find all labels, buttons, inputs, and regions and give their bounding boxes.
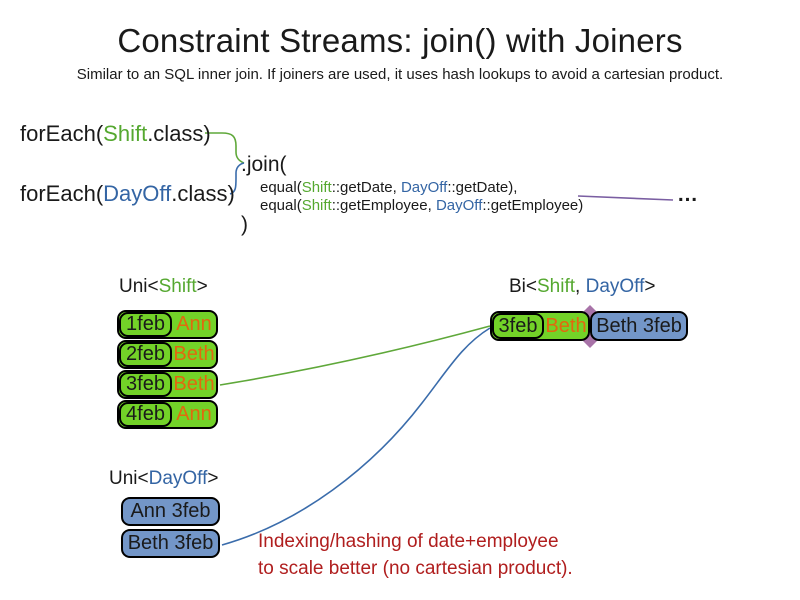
code-foreach-dayoff: forEach(DayOff.class): [20, 181, 235, 207]
code-equal-date: equal(Shift::getDate, DayOff::getDate),: [260, 179, 517, 196]
label-text: >: [196, 276, 208, 297]
bi-dayoff-text: Beth 3feb: [596, 314, 682, 337]
shift-employee: Beth: [173, 373, 215, 395]
code-join-close: ): [241, 213, 248, 236]
page-subtitle: Similar to an SQL inner join. If joiners…: [76, 66, 724, 83]
indexing-note-line2: to scale better (no cartesian product).: [258, 558, 573, 579]
bi-dayoff-part: Beth 3feb: [590, 311, 688, 341]
code-text: forEach(: [20, 121, 104, 146]
shift-employee: Ann: [176, 313, 212, 335]
code-text: forEach(: [20, 181, 104, 206]
bi-shift-date-box: 3feb: [492, 313, 544, 339]
code-shift-ref: Shift: [301, 179, 332, 196]
shift-date-box: 3feb: [119, 372, 172, 397]
label-text: ,: [575, 276, 586, 297]
label-text: >: [644, 276, 656, 297]
brace-green-curve: [205, 132, 245, 164]
indexing-note: Indexing/hashing of date+employee to sca…: [258, 528, 573, 582]
bi-shift-part: Beth 3feb: [490, 311, 590, 341]
code-text: ::getDate,: [331, 179, 401, 196]
bi-label: Bi<Shift, DayOff>: [509, 276, 655, 298]
uni-shift-label: Uni<Shift>: [119, 276, 208, 298]
shift-row: Ann 1feb: [117, 310, 218, 339]
more-joiners-ellipsis: …: [677, 183, 699, 206]
label-shift: Shift: [158, 276, 197, 297]
shift-date-box: 1feb: [119, 312, 172, 337]
code-text: .class): [147, 121, 211, 146]
label-dayoff: DayOff: [585, 276, 645, 297]
label-text: Uni<: [109, 468, 149, 489]
code-text: ::getEmployee,: [331, 197, 436, 214]
shift-to-bi-connector: [219, 325, 491, 386]
label-dayoff: DayOff: [148, 468, 208, 489]
shift-date: 4feb: [126, 403, 165, 425]
dayoff-text: Ann 3feb: [130, 500, 211, 522]
indexing-note-line1: Indexing/hashing of date+employee: [258, 531, 559, 552]
label-text: Uni<: [119, 276, 159, 297]
shift-date-box: 4feb: [119, 402, 172, 427]
brace-blue-curve: [229, 162, 245, 195]
shift-date: 1feb: [126, 313, 165, 335]
shift-employee: Beth: [173, 343, 215, 365]
shift-date: 3feb: [126, 373, 165, 395]
code-join-open: .join(: [241, 153, 287, 176]
code-dayoff-ref: DayOff: [435, 197, 483, 214]
label-text: >: [207, 468, 219, 489]
code-shift-class: Shift: [103, 121, 148, 146]
shift-date-box: 2feb: [119, 342, 172, 367]
code-text: ::getEmployee): [482, 197, 584, 214]
dayoff-text: Beth 3feb: [127, 532, 214, 554]
code-equal-employee: equal(Shift::getEmployee, DayOff::getEmp…: [260, 197, 583, 214]
code-text: equal(: [260, 197, 302, 214]
shift-row: Ann 4feb: [117, 400, 218, 429]
joiner-more-line: [577, 195, 674, 201]
shift-row: Beth 2feb: [117, 340, 218, 369]
shift-date: 2feb: [126, 343, 165, 365]
page-title: Constraint Streams: join() with Joiners: [117, 22, 683, 59]
label-shift: Shift: [537, 276, 576, 297]
code-text: .class): [171, 181, 235, 206]
label-text: Bi<: [509, 276, 537, 297]
dayoff-row: Beth 3feb: [121, 529, 220, 558]
dayoff-row: Ann 3feb: [121, 497, 220, 526]
code-text: ::getDate),: [447, 179, 518, 196]
code-text: equal(: [260, 179, 302, 196]
code-foreach-shift: forEach(Shift.class): [20, 121, 211, 147]
bi-shift-employee: Beth: [545, 314, 587, 337]
code-shift-ref: Shift: [301, 197, 332, 214]
shift-employee: Ann: [176, 403, 212, 425]
uni-dayoff-label: Uni<DayOff>: [109, 468, 219, 490]
code-dayoff-ref: DayOff: [400, 179, 448, 196]
dayoff-to-bi-connector: [221, 327, 491, 546]
bi-shift-date: 3feb: [498, 314, 538, 337]
code-dayoff-class: DayOff: [103, 181, 172, 206]
shift-row: Beth 3feb: [117, 370, 218, 399]
